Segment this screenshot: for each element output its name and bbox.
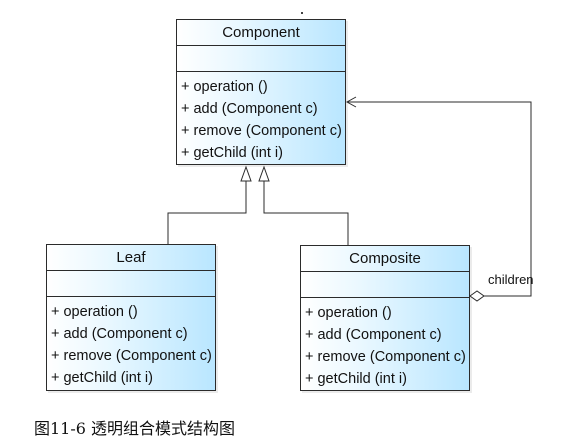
association-label: children [488, 272, 534, 287]
class-component: Component + operation () + add (Componen… [176, 19, 346, 165]
leaf-generalization-arrowhead [240, 165, 252, 182]
composite-generalization-arrowhead [258, 165, 270, 182]
class-operations-compartment: + operation () + add (Component c) + rem… [301, 298, 469, 390]
class-composite: Composite + operation () + add (Componen… [300, 245, 470, 391]
leaf-generalization-line [167, 181, 247, 244]
composite-generalization-line [263, 181, 349, 245]
class-operations-compartment: + operation () + add (Component c) + rem… [47, 297, 215, 389]
operation-item: + operation () [305, 305, 392, 321]
operation-item: + operation () [51, 304, 138, 320]
children-association-arrowhead [345, 96, 357, 108]
class-name: Leaf [47, 245, 215, 271]
stray-dot [301, 12, 303, 14]
class-leaf: Leaf + operation () + add (Component c) … [46, 244, 216, 391]
operation-item: + add (Component c) [181, 101, 318, 117]
operation-item: + remove (Component c) [181, 123, 342, 139]
operation-item: + operation () [181, 79, 268, 95]
operation-item: + getChild (int i) [181, 145, 283, 161]
aggregation-diamond [469, 290, 485, 302]
operation-item: + getChild (int i) [51, 370, 153, 386]
class-name: Composite [301, 246, 469, 272]
class-attributes-compartment [301, 272, 469, 298]
class-attributes-compartment [47, 271, 215, 297]
operation-item: + add (Component c) [305, 327, 442, 343]
class-operations-compartment: + operation () + add (Component c) + rem… [177, 72, 345, 164]
class-name: Component [177, 20, 345, 46]
class-attributes-compartment [177, 46, 345, 72]
operation-item: + add (Component c) [51, 326, 188, 342]
operation-item: + remove (Component c) [305, 349, 466, 365]
operation-item: + remove (Component c) [51, 348, 212, 364]
figure-caption: 图11-6 透明组合模式结构图 [34, 419, 236, 438]
operation-item: + getChild (int i) [305, 371, 407, 387]
